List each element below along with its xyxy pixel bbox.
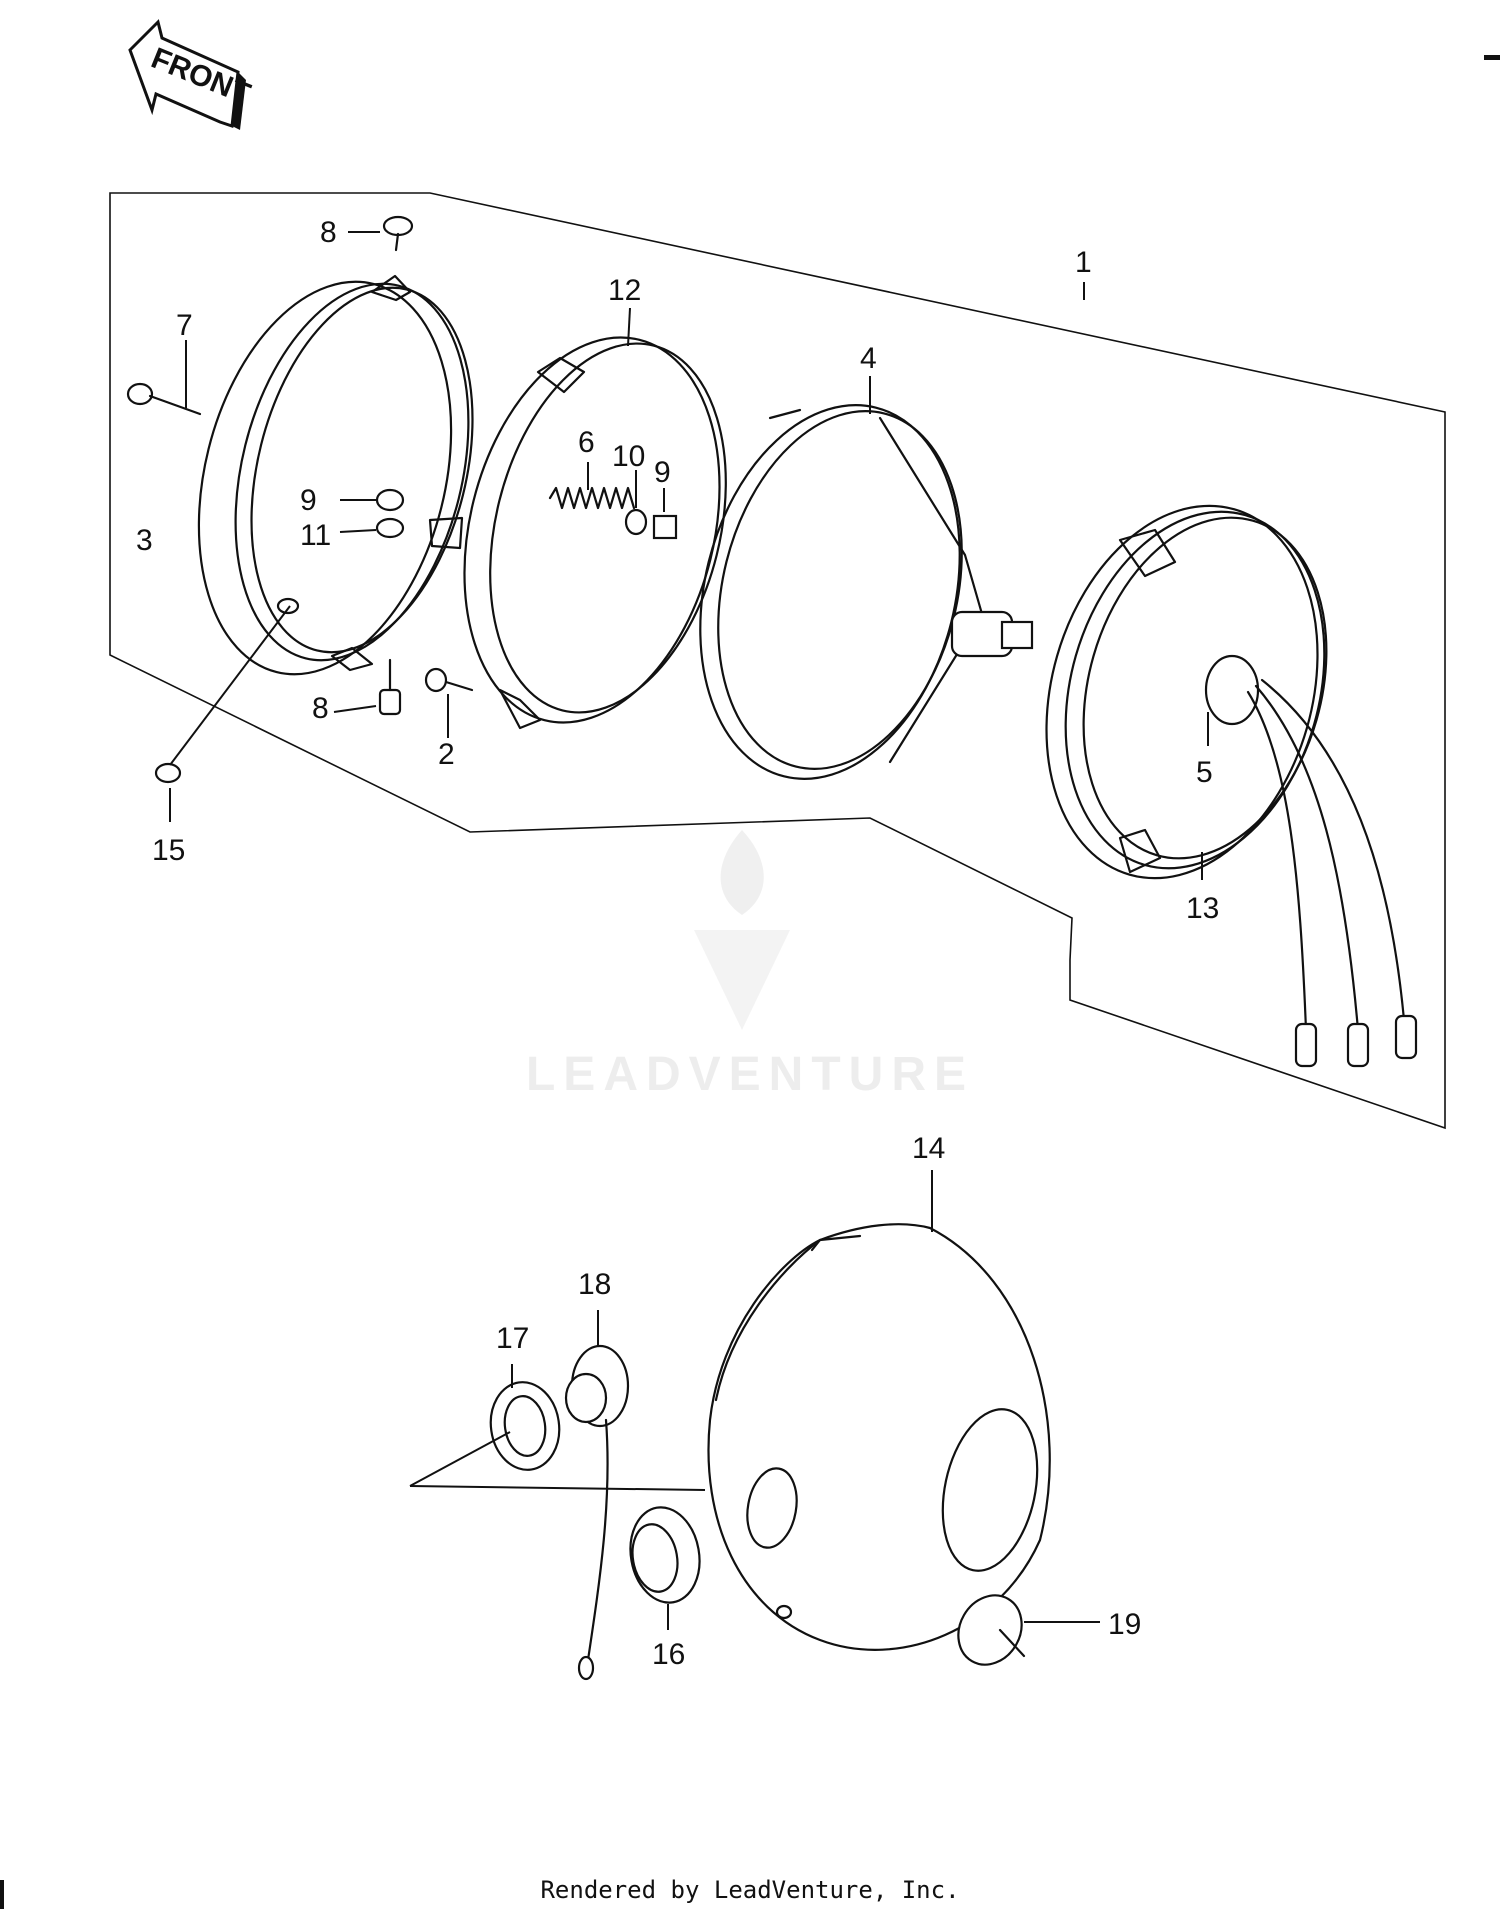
nut-10 (375, 488, 405, 512)
grommet-17 (629, 1506, 701, 1604)
callout-9: 9 (654, 456, 671, 489)
callout-3: 3 (136, 524, 153, 557)
watermark: LEADVENTURE (526, 830, 974, 1101)
screw-16 (154, 605, 291, 784)
callout-2: 2 (438, 738, 455, 771)
callout-5: 5 (1196, 756, 1213, 789)
socket-19 (564, 1344, 630, 1681)
mounting-ring (463, 336, 727, 730)
washer-12 (375, 517, 405, 539)
callout-7: 7 (176, 309, 193, 342)
screw-7 (126, 382, 202, 416)
callout-6: 6 (578, 426, 595, 459)
cap-20 (957, 1594, 1026, 1666)
sealed-beam-unit (699, 404, 1034, 780)
callout-19: 18 (578, 1268, 611, 1301)
callout-12: 11 (300, 519, 331, 552)
callout-15: 14 (912, 1132, 945, 1165)
callout-1: 1 (1075, 246, 1092, 279)
watermark-text: LEADVENTURE (526, 1048, 974, 1101)
nut-9 (652, 514, 678, 540)
edge-mark (1484, 55, 1500, 60)
callout-13: 12 (608, 274, 641, 307)
watermark-logo-icon (694, 930, 790, 1030)
edge-mark (0, 1880, 4, 1909)
callout-11: 10 (612, 440, 645, 473)
rim-ring (197, 274, 474, 676)
headlight-reflector-housing (1045, 504, 1418, 1068)
callout-8-bottom: 8 (312, 692, 329, 725)
grommet-18 (489, 1381, 561, 1471)
footer-credit: Rendered by LeadVenture, Inc. (540, 1876, 959, 1904)
assembly-boundary (109, 192, 1446, 1130)
callout-10: 9 (300, 484, 317, 517)
callout-20: 19 (1108, 1608, 1141, 1641)
washer-11 (624, 508, 648, 536)
screw-2 (424, 667, 474, 693)
screw-8-top (382, 215, 414, 252)
callout-14: 13 (1186, 892, 1219, 925)
callout-16: 15 (152, 834, 185, 867)
callout-17: 16 (652, 1638, 685, 1671)
screw-8-bottom (378, 658, 402, 716)
callout-8-top: 8 (320, 216, 337, 249)
front-arrow-icon: FRONT (128, 19, 255, 130)
leader-lines (169, 231, 1209, 1630)
callout-labels: 1 12 4 7 8 6 10 9 9 11 3 8 2 15 5 13 14 … (136, 216, 1219, 1671)
headlight-shell (707, 1223, 1051, 1651)
callout-4: 4 (860, 342, 877, 375)
spring-6 (548, 486, 636, 510)
callout-18: 17 (496, 1322, 529, 1355)
